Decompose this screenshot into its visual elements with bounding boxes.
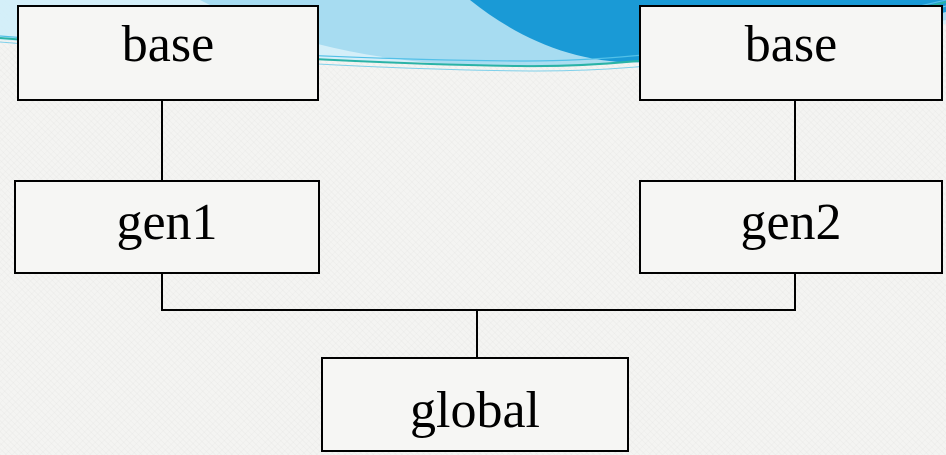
node-label: global bbox=[410, 381, 540, 439]
edge-gen-bus bbox=[161, 274, 796, 311]
node-gen1: gen1 bbox=[14, 180, 320, 274]
node-label: base bbox=[121, 16, 215, 73]
node-global: global bbox=[321, 357, 629, 452]
node-base-right: base bbox=[639, 5, 943, 101]
connectors bbox=[161, 101, 796, 357]
node-label: gen2 bbox=[740, 194, 842, 251]
node-label: gen1 bbox=[116, 194, 218, 251]
node-base-left: base bbox=[17, 5, 319, 101]
node-gen2: gen2 bbox=[639, 180, 943, 274]
node-label: base bbox=[744, 16, 838, 73]
